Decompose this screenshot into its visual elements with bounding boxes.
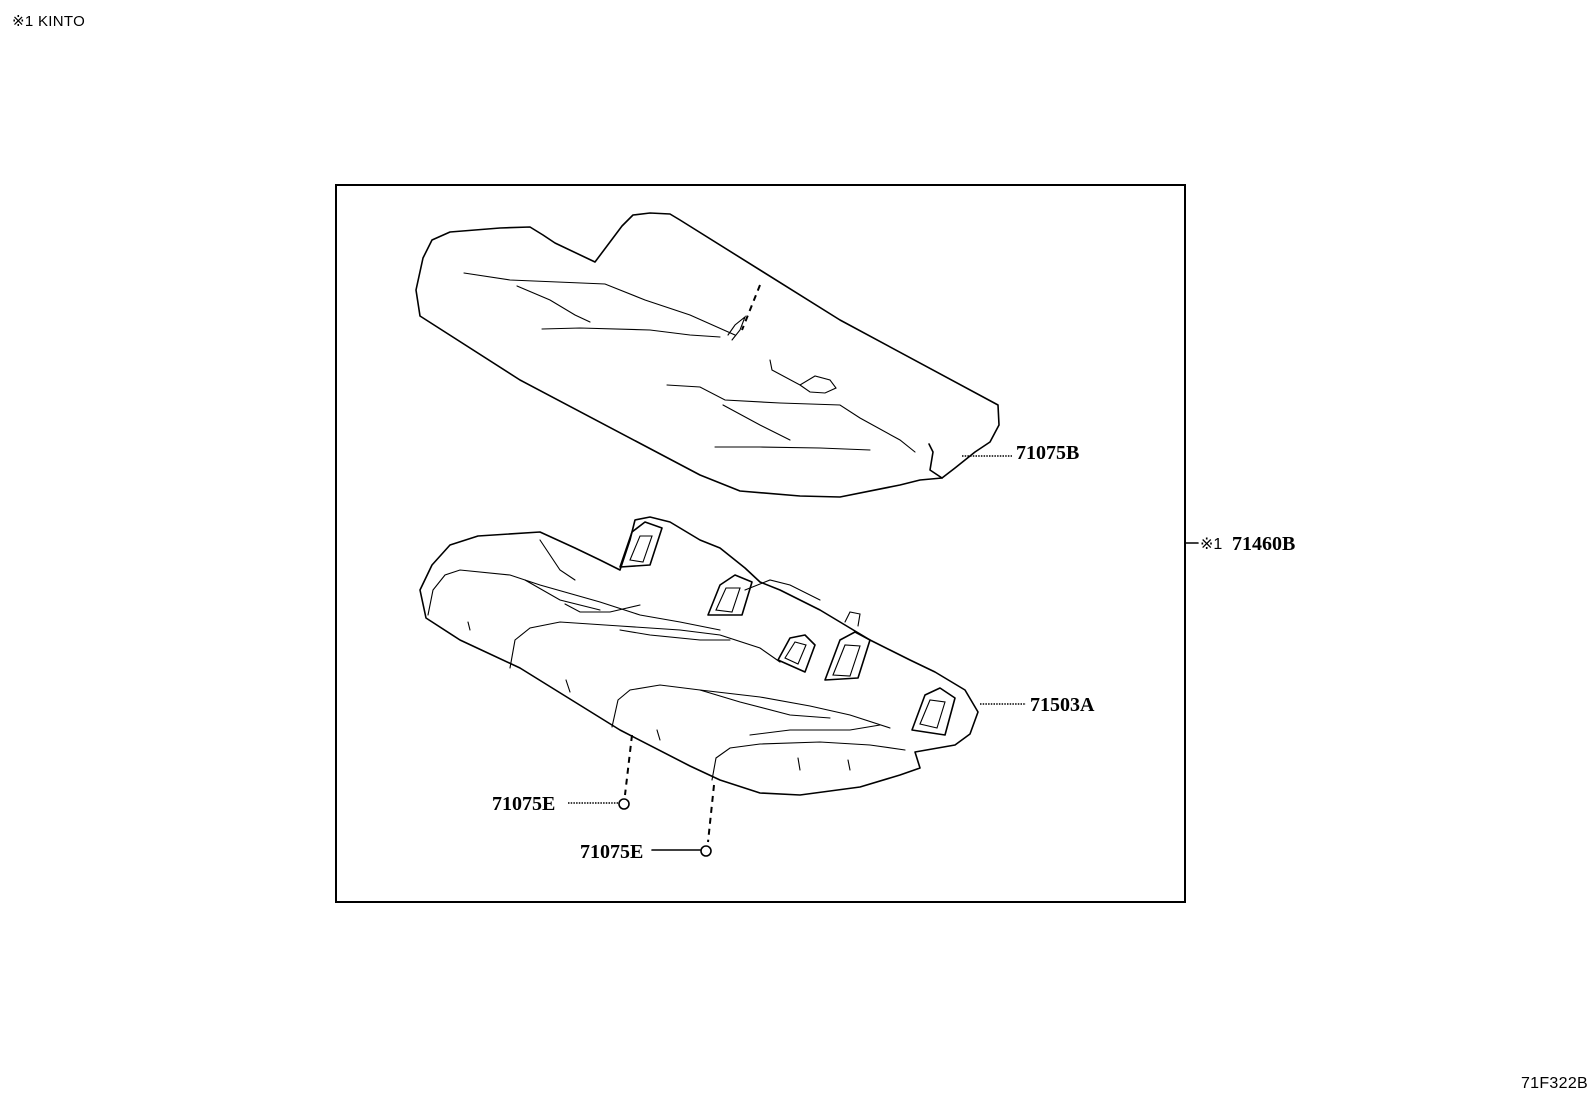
hog-ring-left-dashed-line	[624, 734, 633, 796]
assembly-frame	[335, 184, 1186, 903]
callout-71075B[interactable]: 71075B	[1016, 442, 1079, 464]
callout-71503A[interactable]: 71503A	[1030, 694, 1095, 716]
seat-cushion-cover-drawing[interactable]	[419, 516, 979, 796]
hog-ring-right-dashed-line	[707, 784, 715, 843]
diagram-id: 71F322B	[1520, 1075, 1588, 1092]
callout-71460B[interactable]: 71460B	[1232, 533, 1295, 555]
callout-71075E-right[interactable]: 71075E	[580, 841, 643, 863]
seat-cushion-pad-drawing[interactable]	[415, 212, 1000, 498]
callout-71075E-left[interactable]: 71075E	[492, 793, 555, 815]
hog-ring-left-icon	[618, 798, 630, 810]
assembly-note-marker: ※1	[1200, 536, 1222, 553]
hog-ring-right-icon	[700, 845, 712, 857]
kinto-footnote: ※1 KINTO	[12, 13, 86, 30]
